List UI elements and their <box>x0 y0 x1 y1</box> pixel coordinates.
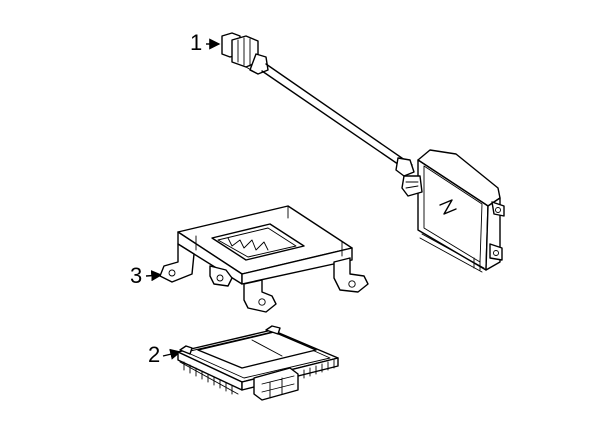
mounting-bracket <box>159 205 369 313</box>
callout-3-label: 3 <box>130 263 143 288</box>
callout-1-label: 1 <box>190 30 203 55</box>
callout-2-label: 2 <box>148 342 161 367</box>
connector-plug <box>221 32 269 75</box>
callout-2-arrow <box>162 348 182 360</box>
sensor-module <box>401 149 505 273</box>
control-module <box>177 325 339 401</box>
cable <box>261 63 415 177</box>
callout-3-arrow <box>145 270 163 282</box>
